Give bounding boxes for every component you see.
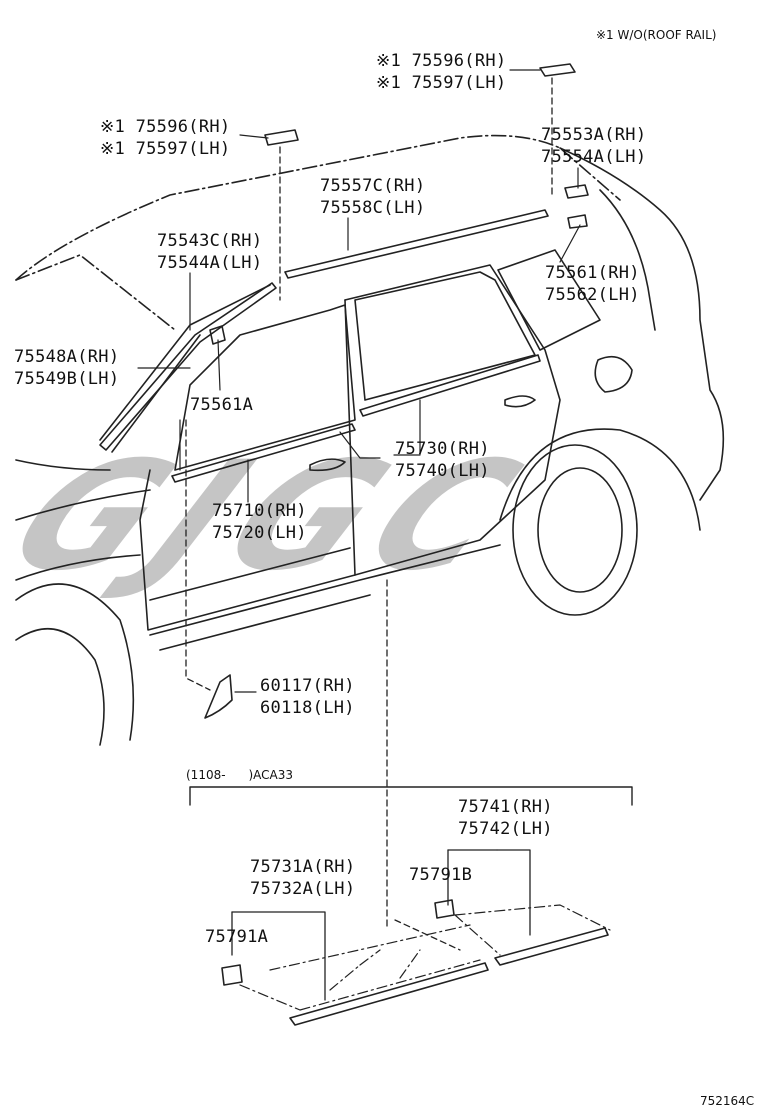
label-75731a-lh: 75732A(LH)	[250, 879, 356, 899]
label-75791b: 75791B	[409, 864, 472, 886]
front-fender	[15, 489, 151, 581]
label-75741-lh: 75742(LH)	[458, 819, 553, 839]
rear-belt-moulding	[359, 354, 541, 417]
label-75543c: 75543C(RH) 75544A(LH)	[157, 230, 262, 274]
mudguard-60117	[204, 674, 233, 719]
roof-outline	[15, 134, 621, 281]
moulding-75741	[494, 927, 609, 966]
label-75561-rh: 75561(RH)	[545, 263, 640, 283]
label-75557c-rh: 75557C(RH)	[320, 176, 426, 196]
clip-75596-upper	[539, 63, 576, 77]
label-75731a-rh: 75731A(RH)	[250, 857, 356, 877]
quarter-window	[497, 249, 601, 351]
label-75561-lh: 75562(LH)	[545, 285, 640, 305]
label-75561: 75561(RH) 75562(LH)	[545, 262, 640, 306]
label-75548a: 75548A(RH) 75549B(LH)	[14, 346, 119, 390]
label-75710: 75710(RH) 75720(LH)	[212, 500, 307, 544]
label-75596-upper: ※1 75596(RH) ※1 75597(LH)	[376, 50, 506, 94]
label-75731a: 75731A(RH) 75732A(LH)	[250, 856, 355, 900]
label-75553a-lh: 75554A(LH)	[541, 147, 647, 167]
rear-wheel	[512, 444, 638, 616]
range-bracket	[189, 786, 633, 806]
rear-wheel-arch	[499, 428, 701, 531]
front-door-window	[174, 304, 356, 471]
rear-wheel-inner	[537, 467, 623, 593]
a-pillar-moulding	[99, 282, 277, 451]
figure-id: 752164C	[700, 1094, 755, 1108]
label-75730-rh: 75730(RH)	[395, 439, 490, 459]
roof-drip-moulding	[284, 209, 549, 279]
front-door-outline	[139, 299, 356, 631]
fuel-lid	[594, 355, 633, 393]
clip-75791b	[434, 899, 455, 919]
note-without-roof-rail: ※1 W/O(ROOF RAIL)	[596, 28, 717, 42]
rear-door-outline	[344, 264, 561, 576]
label-75596-lower-lh: ※1 75597(LH)	[100, 139, 231, 159]
rear-body	[559, 147, 725, 501]
clip-75553	[564, 184, 589, 199]
label-75548a-lh: 75549B(LH)	[14, 369, 120, 389]
label-75561a: 75561A	[190, 394, 253, 416]
label-75596-lower: ※1 75596(RH) ※1 75597(LH)	[100, 116, 230, 160]
roof-outline-front	[15, 254, 176, 331]
clip-75791a	[221, 964, 243, 986]
front-door-handle	[309, 458, 346, 472]
label-75730-lh: 75740(LH)	[395, 461, 490, 481]
label-75710-lh: 75720(LH)	[212, 523, 307, 543]
label-75561a-part: 75561A	[190, 395, 254, 415]
label-75741: 75741(RH) 75742(LH)	[458, 796, 553, 840]
label-75548a-rh: 75548A(RH)	[14, 347, 120, 367]
label-75596-lower-rh: ※1 75596(RH)	[100, 117, 231, 137]
label-75553a-rh: 75553A(RH)	[541, 125, 647, 145]
rocker-panel	[149, 544, 501, 651]
clip-75561a	[209, 325, 226, 345]
label-75553a: 75553A(RH) 75554A(LH)	[541, 124, 646, 168]
range-label: (1108- )ACA33	[186, 768, 293, 782]
label-75791a: 75791A	[205, 926, 268, 948]
label-75596-upper-lh: ※1 75597(LH)	[376, 73, 507, 93]
windshield-edge	[15, 459, 111, 471]
rear-door-handle	[504, 395, 536, 408]
rocker-line-2	[149, 547, 351, 601]
moulding-75731a	[289, 962, 489, 1026]
label-60117-rh: 60117(RH)	[260, 676, 355, 696]
label-75543c-rh: 75543C(RH)	[157, 231, 263, 251]
label-75791a-part: 75791A	[205, 927, 269, 947]
label-75741-rh: 75741(RH)	[458, 797, 553, 817]
label-60117-lh: 60118(LH)	[260, 698, 355, 718]
label-75791b-part: 75791B	[409, 865, 473, 885]
label-75596-upper-rh: ※1 75596(RH)	[376, 51, 507, 71]
label-75710-rh: 75710(RH)	[212, 501, 307, 521]
label-75557c-lh: 75558C(LH)	[320, 198, 426, 218]
front-belt-moulding	[171, 423, 356, 483]
rear-door-window	[354, 271, 536, 401]
rear-pillar	[599, 189, 656, 331]
clip-75596-lower	[264, 129, 299, 146]
label-75543c-lh: 75544A(LH)	[157, 253, 263, 273]
front-wheel-arch	[15, 583, 135, 741]
label-75730: 75730(RH) 75740(LH)	[395, 438, 490, 482]
label-60117: 60117(RH) 60118(LH)	[260, 675, 355, 719]
front-wheel	[15, 627, 105, 746]
label-75557c: 75557C(RH) 75558C(LH)	[320, 175, 425, 219]
clip-75561-rear	[567, 214, 588, 229]
